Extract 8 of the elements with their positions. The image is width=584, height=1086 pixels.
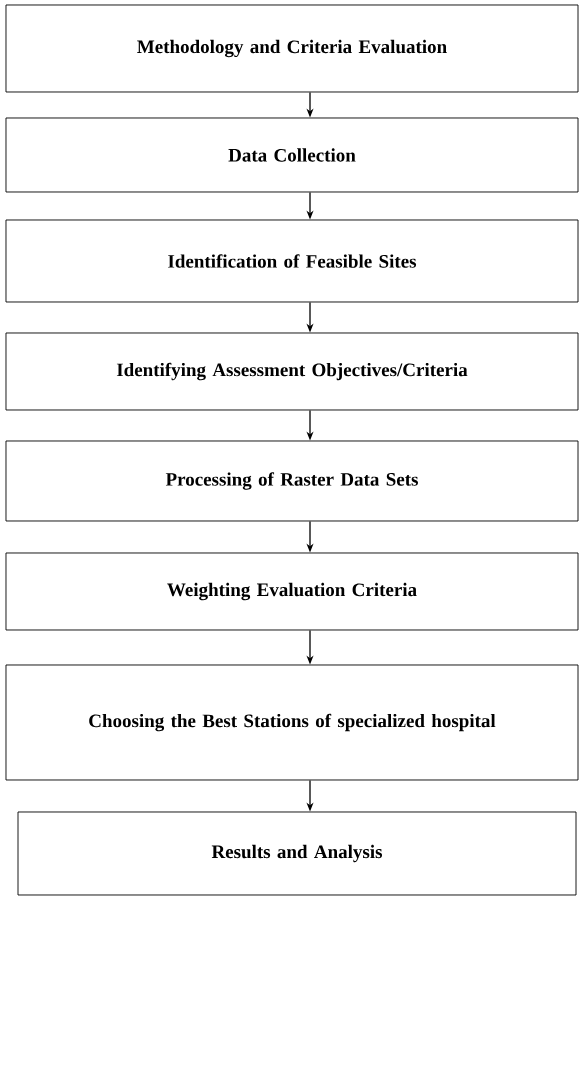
process-box: Choosing the Best Stations of specialized hospital (5, 664, 579, 781)
process-box: Results and Analysis (17, 811, 577, 896)
process-box: Methodology and Criteria Evaluation (5, 4, 579, 93)
process-box: Data Collection (5, 117, 579, 193)
process-box: Weighting Evaluation Criteria (5, 552, 579, 631)
process-box: Identification of Feasible Sites (5, 219, 579, 303)
process-box: Identifying Assessment Objectives/Criteria (5, 332, 579, 411)
process-box: Processing of Raster Data Sets (5, 440, 579, 522)
